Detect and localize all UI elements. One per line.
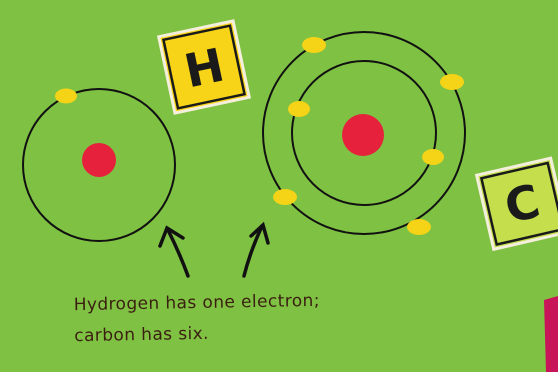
carbon-nucleus [342,114,384,156]
hydrogen-orbit [22,88,176,242]
hydrogen-atom [22,88,176,242]
carbon-electron [440,74,464,90]
carbon-outer-orbit [262,31,466,235]
hydrogen-arrow [158,225,190,278]
carbon-electron [288,101,310,117]
carbon-electron [407,219,431,235]
carbon-card: C [474,156,558,252]
magenta-corner-accent [544,296,558,372]
carbon-electron [302,37,326,53]
carbon-electron [273,189,297,205]
caption: Hydrogen has one electron; carbon has si… [73,284,434,352]
carbon-arrow [242,221,270,278]
hydrogen-electron [55,88,77,104]
carbon-inner-orbit [291,60,437,206]
hydrogen-nucleus [82,143,116,177]
hydrogen-card: H [156,19,252,115]
carbon-atom [262,31,466,235]
caption-line-2: carbon has six. [74,323,210,347]
carbon-electron [422,149,444,165]
